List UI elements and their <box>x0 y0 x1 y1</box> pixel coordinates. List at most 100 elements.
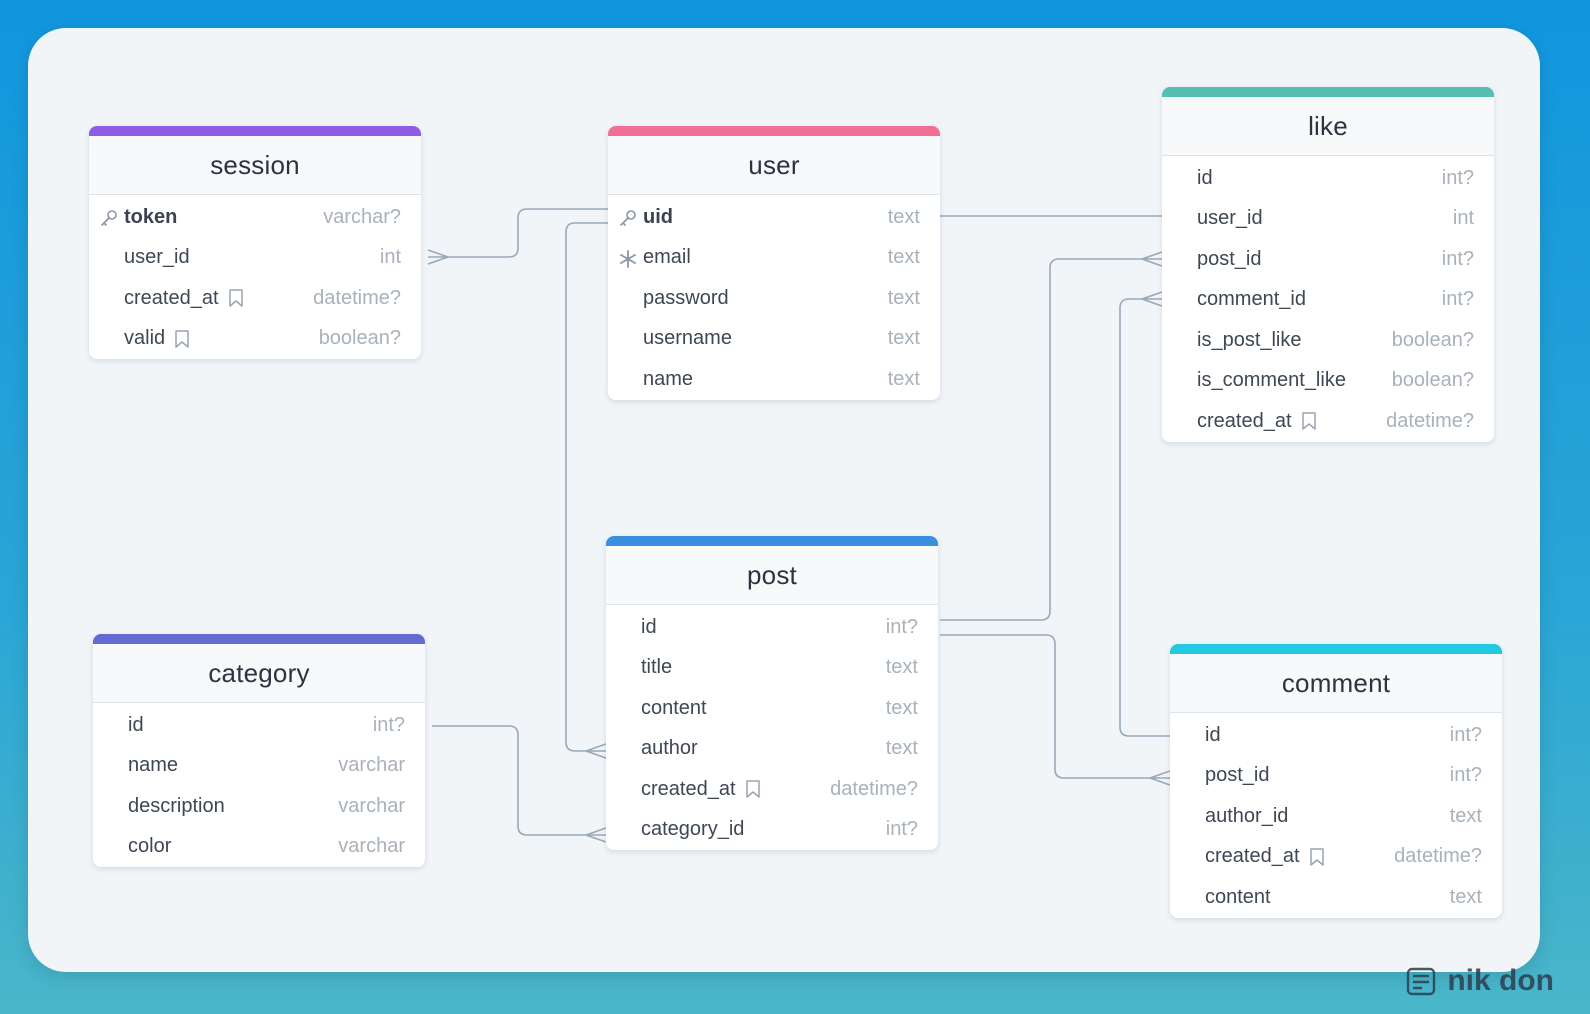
field-name: title <box>641 656 672 679</box>
bookmark-icon <box>744 779 762 799</box>
field-type: text <box>1449 804 1482 827</box>
field-name: id <box>641 616 657 639</box>
field-name: content <box>641 697 707 720</box>
field-row-post-id[interactable]: post_id int? <box>1170 756 1502 797</box>
field-name: name <box>643 368 693 391</box>
field-name-text: created_at <box>1205 845 1300 868</box>
field-name: is_post_like <box>1197 329 1302 352</box>
field-name-text: title <box>641 656 673 679</box>
field-name: email <box>643 246 691 269</box>
field-row-category-id[interactable]: category_id int? <box>606 810 938 851</box>
field-row-author-id[interactable]: author_id text <box>1170 796 1502 837</box>
field-type: int? <box>1449 764 1482 787</box>
field-row-valid[interactable]: valid boolean? <box>89 319 421 360</box>
field-name-text: name <box>643 367 694 390</box>
field-row-name[interactable]: name varchar <box>93 746 425 787</box>
field-name-text: created_at <box>124 286 219 309</box>
field-type: int? <box>1441 247 1474 270</box>
field-name: uid <box>643 206 673 229</box>
field-name: is_comment_like <box>1197 369 1346 392</box>
field-name-text: name <box>128 754 179 777</box>
field-name-text: post_id <box>1197 247 1262 270</box>
field-row-password[interactable]: password text <box>608 278 940 319</box>
entity-title: session <box>89 136 421 195</box>
field-name: post_id <box>1205 764 1270 787</box>
field-name-text: created_at <box>1197 409 1292 432</box>
field-name: user_id <box>1197 207 1263 230</box>
field-row-created-at[interactable]: created_at datetime? <box>606 769 938 810</box>
field-name-text: password <box>643 286 729 309</box>
field-type: boolean? <box>318 327 401 350</box>
field-type: varchar <box>338 754 405 777</box>
field-name-text: id <box>641 615 657 638</box>
field-name-text: author <box>641 737 698 760</box>
field-row-user-id[interactable]: user_id int <box>89 238 421 279</box>
field-row-author[interactable]: author text <box>606 729 938 770</box>
snowflake-icon <box>618 249 638 269</box>
field-name: token <box>124 206 177 229</box>
field-type: boolean? <box>1391 369 1474 392</box>
entity-accent <box>606 536 938 546</box>
field-name-text: description <box>128 794 225 817</box>
field-name-text: comment_id <box>1197 288 1306 311</box>
field-name-text: post_id <box>1205 764 1270 787</box>
field-name: author <box>641 737 698 760</box>
field-name-text: is_comment_like <box>1197 369 1346 392</box>
field-type: int? <box>1441 166 1474 189</box>
field-type: int? <box>885 818 918 841</box>
field-type: text <box>887 327 920 350</box>
field-name-text: valid <box>124 327 166 350</box>
field-type: text <box>885 656 918 679</box>
field-name-text: category_id <box>641 818 745 841</box>
field-name-text: created_at <box>641 777 736 800</box>
entity-title: user <box>608 136 940 195</box>
field-name: author_id <box>1205 805 1288 828</box>
field-type: text <box>887 286 920 309</box>
field-row-title[interactable]: title text <box>606 648 938 689</box>
field-name: name <box>128 754 178 777</box>
entity-accent <box>93 634 425 644</box>
field-row-post-id[interactable]: post_id int? <box>1162 239 1494 280</box>
field-row-description[interactable]: description varchar <box>93 786 425 827</box>
field-type: datetime? <box>830 777 918 800</box>
field-name: description <box>128 795 225 818</box>
field-name: user_id <box>124 246 190 269</box>
field-name: id <box>1205 724 1221 747</box>
field-type: varchar <box>338 794 405 817</box>
field-type: text <box>1449 885 1482 908</box>
field-name-text: id <box>1205 723 1221 746</box>
field-type: int <box>379 246 401 269</box>
field-name: category_id <box>641 818 744 841</box>
field-row-is-comment-like[interactable]: is_comment_like boolean? <box>1162 361 1494 402</box>
bookmark-icon <box>1300 411 1318 431</box>
field-type: int? <box>372 713 405 736</box>
field-type: text <box>885 737 918 760</box>
notepad-logo-icon <box>1407 967 1436 996</box>
